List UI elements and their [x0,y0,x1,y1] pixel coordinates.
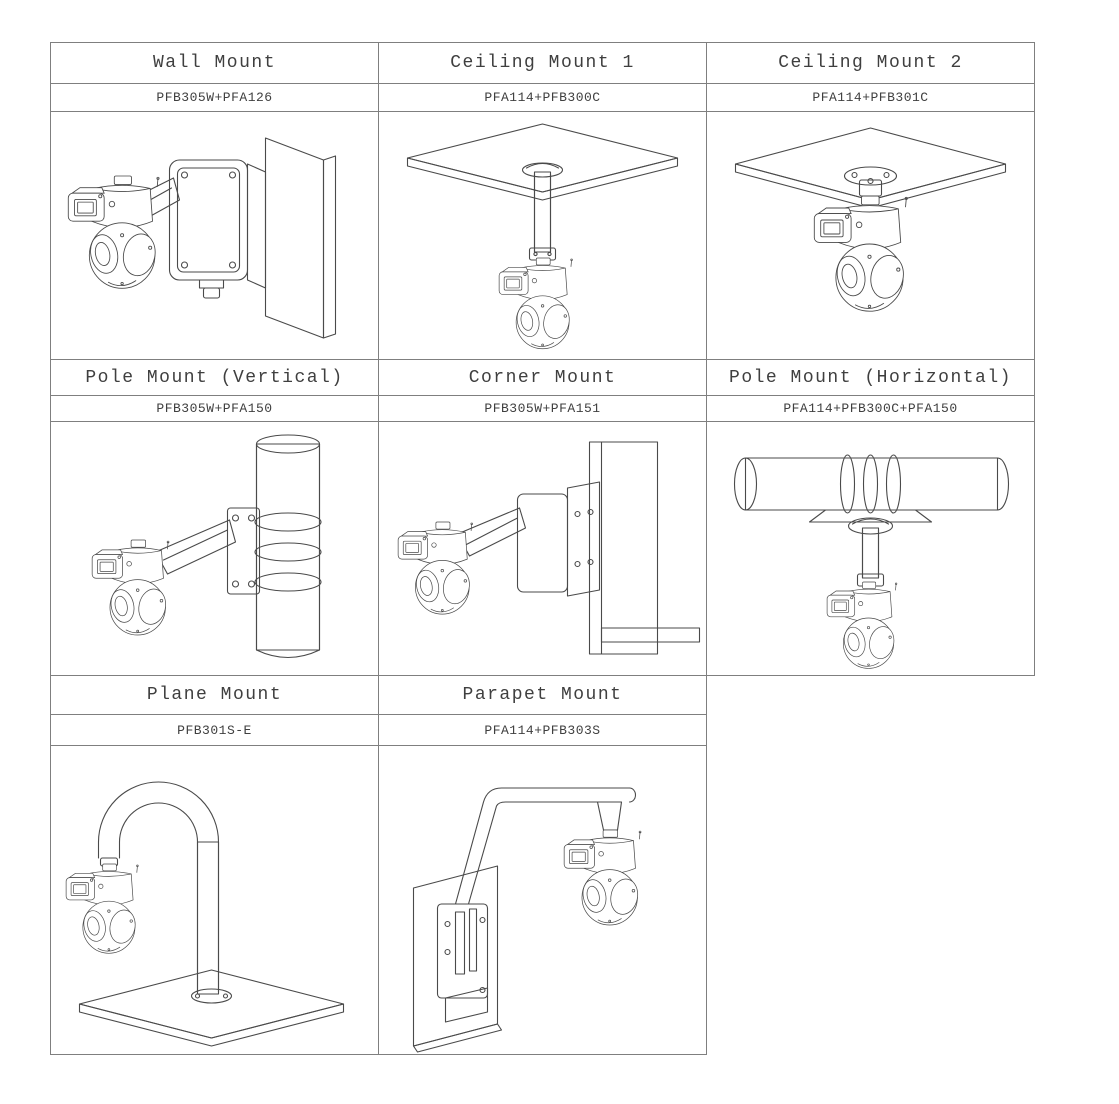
mount-cell-wall: Wall Mount PFB305W+PFA126 [51,43,379,360]
mount-cell-plane: Plane Mount PFB301S-E [51,676,379,1055]
mount-title: Plane Mount [51,676,378,715]
mount-model: PFA114+PFB301C [707,84,1034,112]
mount-title: Pole Mount (Vertical) [51,360,378,396]
mount-options-table: Wall Mount PFB305W+PFA126 [50,42,1035,1055]
parapet-mount-figure [379,746,706,1054]
plane-mount-figure [51,746,378,1054]
mount-cell-ceiling-2: Ceiling Mount 2 PFA114+PFB301C [707,43,1035,360]
mount-title: Ceiling Mount 2 [707,43,1034,84]
table-row-3: Plane Mount PFB301S-E Par [51,676,1035,1055]
corner-mount-figure [379,422,706,675]
table-row-2: Pole Mount (Vertical) PFB305W+PFA150 [51,360,1035,676]
wall-mount-figure [51,112,378,359]
mount-model: PFB305W+PFA150 [51,396,378,422]
mount-title: Parapet Mount [379,676,706,715]
mount-cell-pole-vertical: Pole Mount (Vertical) PFB305W+PFA150 [51,360,379,676]
mount-model: PFA114+PFB303S [379,715,706,746]
mount-model: PFA114+PFB300C+PFA150 [707,396,1034,422]
mount-cell-corner: Corner Mount PFB305W+PFA151 [379,360,707,676]
mount-model: PFB305W+PFA151 [379,396,706,422]
ceiling-mount-1-figure [379,112,706,359]
mount-title: Wall Mount [51,43,378,84]
mount-title: Corner Mount [379,360,706,396]
ceiling-mount-2-figure [707,112,1034,359]
pole-mount-vertical-figure [51,422,378,675]
table-row-1: Wall Mount PFB305W+PFA126 [51,43,1035,360]
mount-model: PFB301S-E [51,715,378,746]
mount-cell-parapet: Parapet Mount PFA114+PFB303S [379,676,707,1055]
mount-model: PFB305W+PFA126 [51,84,378,112]
mount-model: PFA114+PFB300C [379,84,706,112]
mount-title: Ceiling Mount 1 [379,43,706,84]
mount-cell-ceiling-1: Ceiling Mount 1 PFA114+PFB300C [379,43,707,360]
mount-title: Pole Mount (Horizontal) [707,360,1034,396]
pole-mount-horizontal-figure [707,422,1034,675]
mount-cell-pole-horizontal: Pole Mount (Horizontal) PFA114+PFB300C+P… [707,360,1035,676]
